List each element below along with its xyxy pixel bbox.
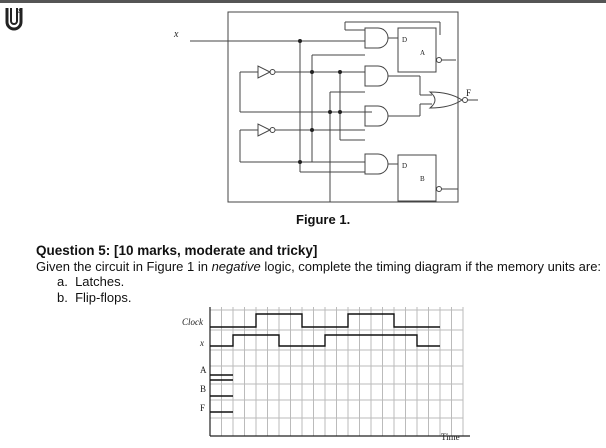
option-a: a. Latches. [57, 274, 124, 289]
ff-a-d-label: D [402, 36, 407, 44]
output-f-label: F [466, 88, 471, 98]
and-gate-4 [364, 153, 389, 175]
option-b: b. Flip-flops. [57, 290, 131, 305]
and-gate-2 [364, 65, 389, 87]
inverter-2 [257, 123, 272, 137]
time-axis-label: Time [441, 432, 460, 442]
ff-a-name: A [420, 49, 425, 57]
question-body-emphasis: negative [211, 259, 261, 274]
ff-b-name: B [420, 175, 425, 183]
signal-label-f: F [200, 403, 205, 413]
flip-flop-b [397, 154, 437, 202]
logo-icon: 2 [5, 8, 23, 31]
or-gate-f [428, 91, 463, 109]
question-title: Question 5: [10 marks, moderate and tric… [36, 243, 318, 258]
figure-caption: Figure 1. [296, 212, 351, 227]
timing-diagram: Clock x A B F Time [182, 307, 470, 442]
flip-flop-a [397, 27, 437, 73]
and-gate-1 [364, 27, 389, 49]
a-initial [210, 374, 233, 381]
signal-label-a: A [200, 365, 207, 375]
top-border [0, 0, 606, 3]
svg-text:2: 2 [17, 9, 20, 15]
question-body-pre: Given the circuit in Figure 1 in [36, 259, 212, 274]
ff-b-d-label: D [402, 162, 407, 170]
option-a-text: Latches. [75, 274, 125, 289]
input-x-label: x [173, 29, 179, 40]
signal-label-b: B [200, 384, 206, 394]
option-b-marker: b. [57, 290, 68, 305]
signal-label-clock: Clock [182, 317, 204, 327]
question-body: Given the circuit in Figure 1 in negativ… [36, 259, 601, 274]
option-a-marker: a. [57, 274, 68, 289]
feedback-loop-frame [227, 11, 459, 203]
option-b-text: Flip-flops. [75, 290, 132, 305]
circuit-diagram: x D A D B F [173, 11, 478, 203]
and-gate-3 [364, 105, 389, 127]
inverter-1 [257, 65, 272, 79]
question-body-post: logic, complete the timing diagram if th… [260, 259, 602, 274]
signal-label-x: x [199, 338, 204, 348]
x-waveform [210, 334, 440, 347]
clock-waveform [210, 313, 440, 328]
